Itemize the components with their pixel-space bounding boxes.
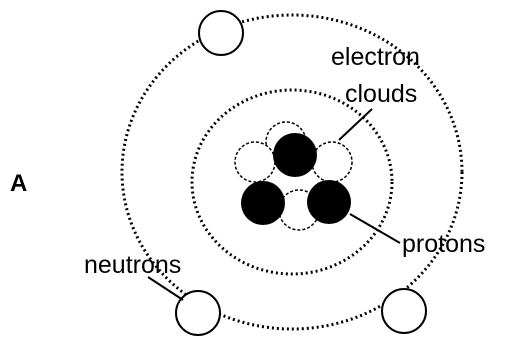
protons-label: protons [402,230,485,258]
neutron-bottom-right [381,288,427,334]
neutron-bottom-left [175,290,221,336]
electron-clouds-label-line2: clouds [345,80,417,108]
proton [273,133,317,177]
inner-electron-cloud [190,88,394,276]
proton [241,181,285,225]
nucleus-neutron [234,141,276,183]
protons-leader [349,213,401,244]
panel-letter: A [10,170,27,197]
proton [307,180,351,224]
nucleus-neutron [311,141,353,183]
neutrons-label: neutrons [84,251,181,279]
neutrons-leader [147,276,184,301]
nucleus [234,121,353,231]
electron-clouds-leader [338,108,373,141]
neutron-top [198,10,244,56]
electron-clouds-label-line1: electron [331,43,420,71]
outer-electron-cloud [120,13,464,331]
